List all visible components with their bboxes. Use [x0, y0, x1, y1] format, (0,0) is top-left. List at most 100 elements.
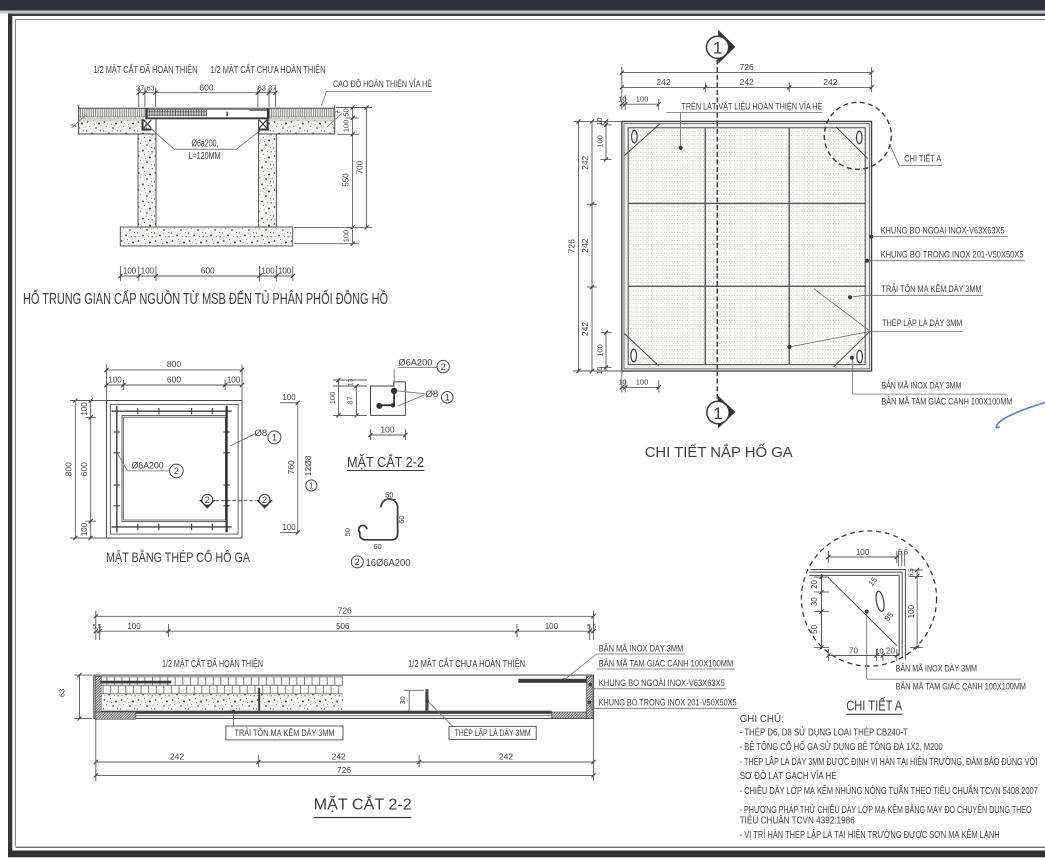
svg-text:100: 100: [261, 267, 275, 276]
svg-text:- CHIỀU DÀY LỚP MẠ KẼM NHÚNG N: - CHIỀU DÀY LỚP MẠ KẼM NHÚNG NÓNG TUÂN T…: [740, 785, 1038, 797]
svg-text:100: 100: [380, 425, 394, 435]
svg-text:600: 600: [79, 462, 89, 476]
svg-text:GHI CHÚ:: GHI CHÚ:: [740, 714, 784, 725]
svg-text:TRÊN LÁT VẬT LIỆU HOÀN THIỆN V: TRÊN LÁT VẬT LIỆU HOÀN THIỆN VỈA HÈ: [681, 100, 822, 111]
svg-text:L=120MM: L=120MM: [189, 151, 221, 162]
svg-text:100: 100: [123, 267, 137, 276]
svg-text:242: 242: [499, 751, 513, 761]
svg-text:HỐ TRUNG GIAN CẤP NGUỒN TỪ MSB: HỐ TRUNG GIAN CẤP NGUỒN TỪ MSB ĐẾN TỦ PH…: [23, 290, 388, 308]
svg-text:100: 100: [127, 622, 141, 631]
svg-text:BẢN MÃ INOX DÀY 3MM: BẢN MÃ INOX DÀY 3MM: [599, 642, 684, 653]
svg-text:63,37: 63,37: [258, 84, 277, 93]
svg-text:Ø8: Ø8: [426, 389, 439, 400]
svg-text:100: 100: [545, 622, 559, 631]
svg-text:MẶT CẮT 2-2: MẶT CẮT 2-2: [314, 795, 412, 814]
svg-text:600: 600: [199, 83, 213, 93]
svg-text:10: 10: [876, 649, 884, 656]
svg-text:10: 10: [597, 118, 604, 126]
svg-text:242: 242: [170, 751, 184, 761]
svg-text:2: 2: [262, 495, 267, 505]
svg-text:15: 15: [867, 575, 880, 588]
svg-text:100: 100: [282, 523, 296, 532]
svg-text:100: 100: [278, 267, 292, 276]
svg-text:20: 20: [810, 580, 819, 589]
svg-text:1/2 MẶT CẮT CHƯA HOÀN THIỆN: 1/2 MẶT CẮT CHƯA HOÀN THIỆN: [211, 63, 326, 76]
svg-text:30: 30: [398, 696, 407, 704]
svg-text:2: 2: [205, 495, 210, 505]
svg-text:100: 100: [108, 376, 122, 385]
svg-text:242: 242: [580, 238, 590, 252]
svg-text:2: 2: [441, 362, 446, 372]
svg-text:100: 100: [596, 344, 605, 357]
svg-text:600: 600: [201, 266, 215, 276]
svg-text:Ø8: Ø8: [255, 428, 268, 439]
svg-text:50: 50: [343, 528, 352, 536]
svg-text:CHI TIẾT A: CHI TIẾT A: [846, 698, 902, 715]
svg-text:1: 1: [309, 481, 314, 490]
svg-text:800: 800: [64, 462, 74, 476]
svg-text:242: 242: [332, 751, 346, 761]
svg-text:16Ø6A200: 16Ø6A200: [366, 557, 411, 569]
svg-text:Ø6a200,: Ø6a200,: [192, 139, 219, 150]
svg-text:1: 1: [713, 39, 722, 58]
svg-text:1: 1: [272, 433, 277, 443]
svg-text:20: 20: [886, 647, 895, 656]
svg-text:50: 50: [385, 490, 393, 499]
svg-text:- THÉP D6, D8 SỬ DỤNG LOẠI THÉ: - THÉP D6, D8 SỬ DỤNG LOẠI THÉP CB240-T: [740, 727, 908, 739]
svg-text:100: 100: [636, 378, 649, 387]
svg-text:100: 100: [282, 393, 296, 402]
svg-text:100: 100: [342, 230, 351, 243]
svg-text:700: 700: [356, 160, 365, 174]
svg-text:5,5: 5,5: [898, 550, 908, 557]
svg-text:87: 87: [346, 396, 355, 404]
svg-text:1/2 MẶT CẮT CHƯA HOÀN THIỆN: 1/2 MẶT CẮT CHƯA HOÀN THIỆN: [408, 657, 525, 670]
svg-text:100: 100: [636, 95, 649, 104]
svg-text:242: 242: [740, 77, 754, 87]
svg-text:726: 726: [338, 606, 352, 616]
svg-text:THÉP LẬP LÀ DÀY 3MM: THÉP LẬP LÀ DÀY 3MM: [455, 728, 531, 738]
svg-text:5,5: 5,5: [92, 624, 101, 631]
svg-text:BẢN MÃ TAM GIÁC CẠNH 100X100MM: BẢN MÃ TAM GIÁC CẠNH 100X100MM: [881, 395, 1012, 406]
svg-text:242: 242: [656, 77, 670, 87]
svg-text:800: 800: [167, 359, 181, 369]
svg-text:726: 726: [740, 62, 754, 72]
svg-text:CHI TIẾT NẮP HỐ GA: CHI TIẾT NẮP HỐ GA: [645, 443, 793, 461]
svg-text:BẢN MÃ TAM GIÁC CẠNH 100X100MM: BẢN MÃ TAM GIÁC CẠNH 100X100MM: [599, 657, 734, 668]
svg-text:CHI TIẾT A: CHI TIẾT A: [904, 154, 941, 164]
svg-text:TIÊU CHUẨN TCVN 4392:1986: TIÊU CHUẨN TCVN 4392:1986: [740, 815, 855, 827]
svg-text:1: 1: [713, 404, 722, 423]
svg-text:MẶT CẮT 2-2: MẶT CẮT 2-2: [347, 453, 424, 471]
svg-text:60: 60: [397, 515, 406, 523]
svg-text:CAO ĐỘ HOÀN THIỆN VỈA HÈ: CAO ĐỘ HOÀN THIỆN VỈA HÈ: [333, 78, 432, 89]
svg-text:100: 100: [856, 548, 870, 557]
svg-text:242: 242: [580, 155, 590, 169]
svg-text:550: 550: [342, 173, 351, 187]
svg-text:242: 242: [580, 322, 590, 336]
svg-text:100: 100: [907, 604, 916, 618]
svg-text:100: 100: [596, 135, 605, 148]
svg-text:506: 506: [336, 622, 350, 631]
svg-text:10: 10: [597, 367, 604, 375]
svg-text:726: 726: [567, 239, 577, 253]
svg-text:37,63,: 37,63,: [136, 84, 157, 93]
svg-text:600: 600: [167, 375, 181, 385]
svg-text:Ø6A200: Ø6A200: [398, 357, 432, 368]
svg-text:KHUNG BO NGOÀI INOX-V63X63X5: KHUNG BO NGOÀI INOX-V63X63X5: [881, 226, 1005, 236]
svg-text:726: 726: [337, 765, 351, 775]
svg-text:THÉP LẬP LÀ DÀY 3MM: THÉP LẬP LÀ DÀY 3MM: [882, 318, 962, 328]
svg-text:5,5: 5,5: [587, 624, 596, 631]
svg-text:TRẢI TÔN MẠ KẼM DÀY 3MM: TRẢI TÔN MẠ KẼM DÀY 3MM: [235, 727, 335, 738]
svg-text:- BÊ TÔNG CỔ HỐ GA SỬ DỤNG BÊ: - BÊ TÔNG CỔ HỐ GA SỬ DỤNG BÊ TÔNG ĐÁ 1X…: [740, 741, 943, 753]
svg-text:1: 1: [445, 393, 450, 403]
svg-text:100: 100: [141, 267, 155, 276]
svg-text:100: 100: [227, 376, 241, 385]
svg-text:100: 100: [328, 392, 337, 405]
svg-text:85: 85: [883, 610, 896, 623]
svg-text:100: 100: [80, 522, 89, 536]
svg-text:760: 760: [286, 460, 296, 474]
svg-text:2: 2: [174, 466, 179, 476]
svg-text:MẶT BẰNG THÉP CỔ HỐ GA: MẶT BẰNG THÉP CỔ HỐ GA: [106, 548, 251, 565]
svg-text:1/2 MẶT CẮT ĐÃ HOÀN THIỆN: 1/2 MẶT CẮT ĐÃ HOÀN THIỆN: [94, 63, 198, 76]
svg-text:50: 50: [342, 108, 351, 116]
svg-text:242: 242: [823, 77, 837, 87]
